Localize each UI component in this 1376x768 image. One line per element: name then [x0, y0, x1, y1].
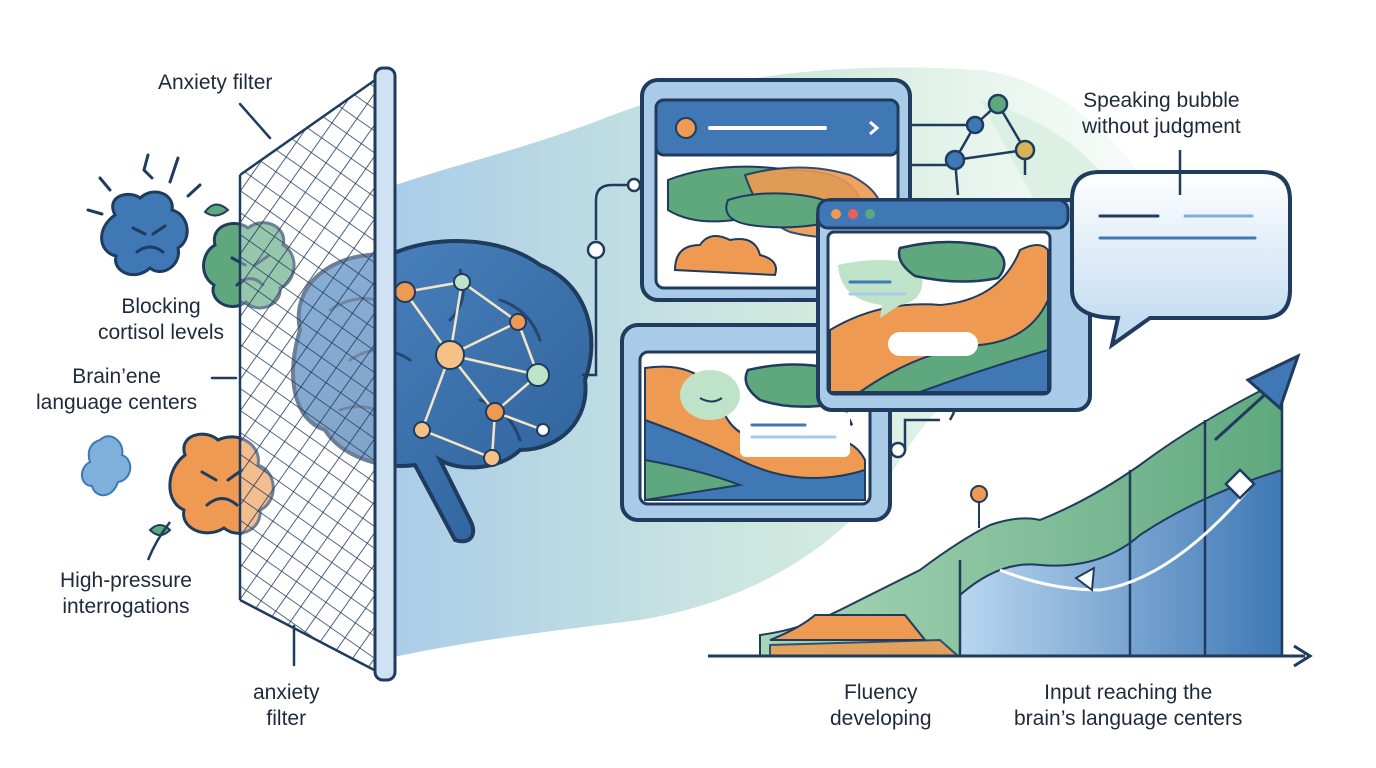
- arrow-right-icon: [708, 644, 1313, 668]
- label-high-pressure-line2: interrogations: [62, 595, 190, 618]
- label-input-reaching: Input reaching the brain’s language cent…: [1014, 680, 1242, 732]
- speech-bubble-icon[interactable]: [1070, 150, 1292, 350]
- label-brain-line2: language centers: [36, 391, 198, 414]
- label-blocking-cortisol: Blocking cortisol levels: [98, 294, 224, 346]
- label-anxiety-filter-bottom: anxiety filter: [253, 680, 320, 732]
- label-fluency-line1: Fluency: [844, 681, 918, 704]
- mesh-filter-icon: [238, 66, 397, 682]
- label-input-line2: brain’s language centers: [1014, 707, 1243, 730]
- label-anxiety-line2: filter: [266, 707, 307, 730]
- screen-window-icon-2: [816, 198, 1092, 412]
- label-speaking-bubble: Speaking bubble without judgment: [1082, 88, 1241, 140]
- label-fluency-line2: developing: [830, 707, 932, 730]
- label-speaking-line2: without judgment: [1082, 115, 1241, 138]
- label-high-pressure-line1: High-pressure: [60, 569, 192, 592]
- pointer-lines: [210, 102, 296, 667]
- label-fluency-developing: Fluency developing: [830, 680, 932, 732]
- label-anxiety-filter-top: Anxiety filter: [158, 71, 273, 94]
- label-input-line1: Input reaching the: [1044, 681, 1213, 704]
- label-brain-centers: Brain’ene language centers: [36, 364, 197, 416]
- label-brain-line1: Brain’ene: [72, 365, 161, 388]
- label-high-pressure: High-pressure interrogations: [60, 568, 192, 620]
- label-anxiety-line1: anxiety: [253, 681, 320, 704]
- growth-graphic: [708, 353, 1313, 668]
- arrow-up-icon: [1213, 353, 1301, 442]
- label-blocking-line1: Blocking: [121, 295, 201, 318]
- label-blocking-line2: cortisol levels: [98, 321, 225, 344]
- label-speaking-line1: Speaking bubble: [1083, 89, 1240, 112]
- angry-face-icon-blue: [86, 153, 230, 277]
